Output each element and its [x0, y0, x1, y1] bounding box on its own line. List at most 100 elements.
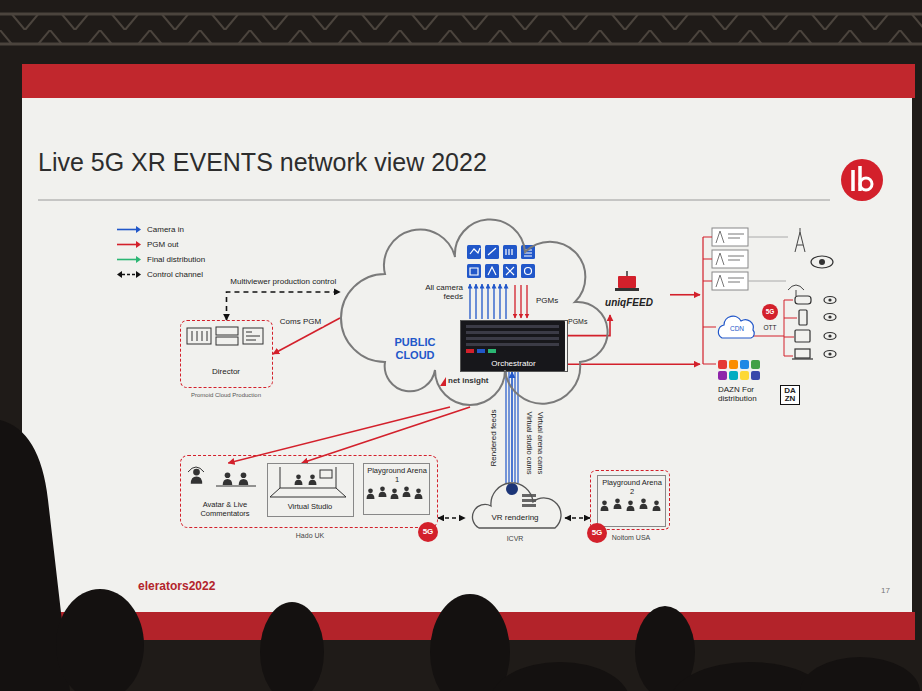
distribution-icons	[824, 297, 836, 304]
distribution-icons	[792, 358, 813, 359]
director-box: DirectorPromoid Cloud Production	[180, 320, 273, 388]
people-icons	[653, 500, 661, 510]
distribution-icons	[703, 237, 716, 364]
node-caption: ICVR	[485, 535, 545, 543]
camera-in-arrows	[505, 284, 506, 319]
node-label: PUBLIC CLOUD	[390, 336, 440, 361]
ibc-logo	[860, 178, 872, 190]
service-label: CDN	[730, 325, 744, 332]
uniqfeed-device	[615, 271, 639, 291]
people-icons	[627, 500, 635, 510]
audience-silhouettes	[56, 589, 144, 691]
distribution-icons	[828, 298, 831, 301]
director-desk-icons	[192, 331, 207, 341]
legend-swatch	[116, 270, 142, 279]
distribution-icons	[729, 360, 738, 369]
distribution-icons	[703, 237, 797, 364]
production-tool-icons	[488, 248, 496, 255]
orchestrator-screen	[460, 320, 565, 372]
flow-label: Virtual arena cams	[536, 412, 545, 474]
slide-top-band	[22, 64, 915, 98]
director-desk-icons	[243, 328, 263, 344]
node-caption: Promoid Cloud Production	[176, 392, 276, 399]
people-icons	[415, 488, 423, 498]
uniqfeed-device	[626, 271, 628, 276]
distribution-icons	[752, 300, 797, 356]
flow-label: All camera feeds	[405, 283, 463, 301]
people-icons	[379, 486, 387, 496]
audience-silhouettes	[260, 602, 324, 691]
people-icons	[403, 486, 411, 496]
node-label: Playground Arena 2	[600, 479, 664, 496]
ibc-logo	[853, 166, 860, 191]
director-desk-icons	[246, 332, 260, 340]
people-icons	[239, 472, 249, 485]
production-tool-icons	[521, 264, 535, 278]
uniqfeed-device	[615, 288, 639, 291]
legend-text: Control channel	[147, 270, 203, 279]
ibc-logo	[841, 159, 883, 201]
distribution-icons	[795, 296, 811, 304]
studio-drawing	[188, 467, 204, 472]
production-tool-icons	[503, 245, 517, 259]
site-group: Hado UKAvatar & Live CommentatorsVirtual…	[180, 455, 438, 528]
uniqfeed-device	[618, 276, 636, 288]
production-tool-icons	[467, 245, 481, 259]
legend-row: Control channel	[116, 267, 205, 282]
distribution-icons	[728, 234, 744, 282]
pgm-out-arrows	[526, 285, 527, 318]
people-icons	[614, 498, 622, 508]
connector	[568, 363, 700, 365]
node-outline	[472, 483, 561, 528]
audience-silhouettes	[430, 594, 510, 691]
production-tool-icons	[470, 268, 478, 275]
people-icons	[601, 500, 609, 510]
distribution-icons	[718, 360, 727, 369]
legend-text: Final distribution	[147, 255, 205, 264]
connector-label: Multiviewer production control	[228, 277, 338, 286]
flow-label: PGMs	[568, 318, 596, 326]
distribution-icons	[795, 330, 810, 342]
render-cloud: VR renderingICVR	[465, 482, 565, 532]
render-servers	[506, 483, 518, 495]
distribution-icons	[716, 228, 805, 296]
flow-label: PGMs	[536, 296, 564, 305]
distribution-icons	[740, 371, 749, 380]
brand-logo: DAZN	[780, 385, 800, 405]
camera-in-arrows	[493, 284, 494, 319]
pgm-out-arrows	[515, 285, 527, 318]
distribution-icons	[718, 371, 727, 380]
network-badge: 5G	[762, 304, 778, 320]
legend-arrowhead	[136, 271, 141, 278]
node-label: Avatar & Live Commentators	[187, 501, 263, 518]
camera-in-arrows	[470, 284, 506, 319]
distribution-icons	[751, 360, 760, 369]
people-icons	[640, 498, 648, 508]
arena-box: Playground Arena 1	[363, 463, 430, 515]
vendor-logo: net insight	[448, 376, 508, 385]
ibc-logo	[841, 159, 883, 201]
orchestrator-screen	[466, 331, 559, 334]
legend-line	[117, 244, 136, 246]
people-icons	[223, 472, 233, 485]
connector-label: Coms PGM	[278, 317, 323, 326]
distribution-icons	[703, 228, 836, 380]
director-desk-icons	[216, 337, 238, 345]
network-badge: 5G	[418, 522, 438, 542]
audience-silhouettes	[0, 420, 920, 691]
distribution-icons	[751, 371, 760, 380]
legend-line	[117, 259, 136, 261]
commentator-area: Avatar & Live Commentators	[187, 463, 265, 525]
orchestrator-box: Orchestrator	[460, 320, 568, 372]
camera-in-arrows	[475, 284, 476, 319]
studio-drawing	[216, 486, 256, 487]
distribution-icons	[712, 228, 748, 246]
distribution-icons	[828, 352, 831, 355]
distribution-icons	[795, 228, 805, 252]
legend-line	[122, 274, 136, 276]
distribution-icons	[799, 310, 807, 325]
studio-drawing	[320, 470, 332, 478]
virtual-cam-feeds	[514, 372, 515, 483]
distribution-icons	[718, 316, 754, 338]
render-servers	[522, 504, 536, 507]
